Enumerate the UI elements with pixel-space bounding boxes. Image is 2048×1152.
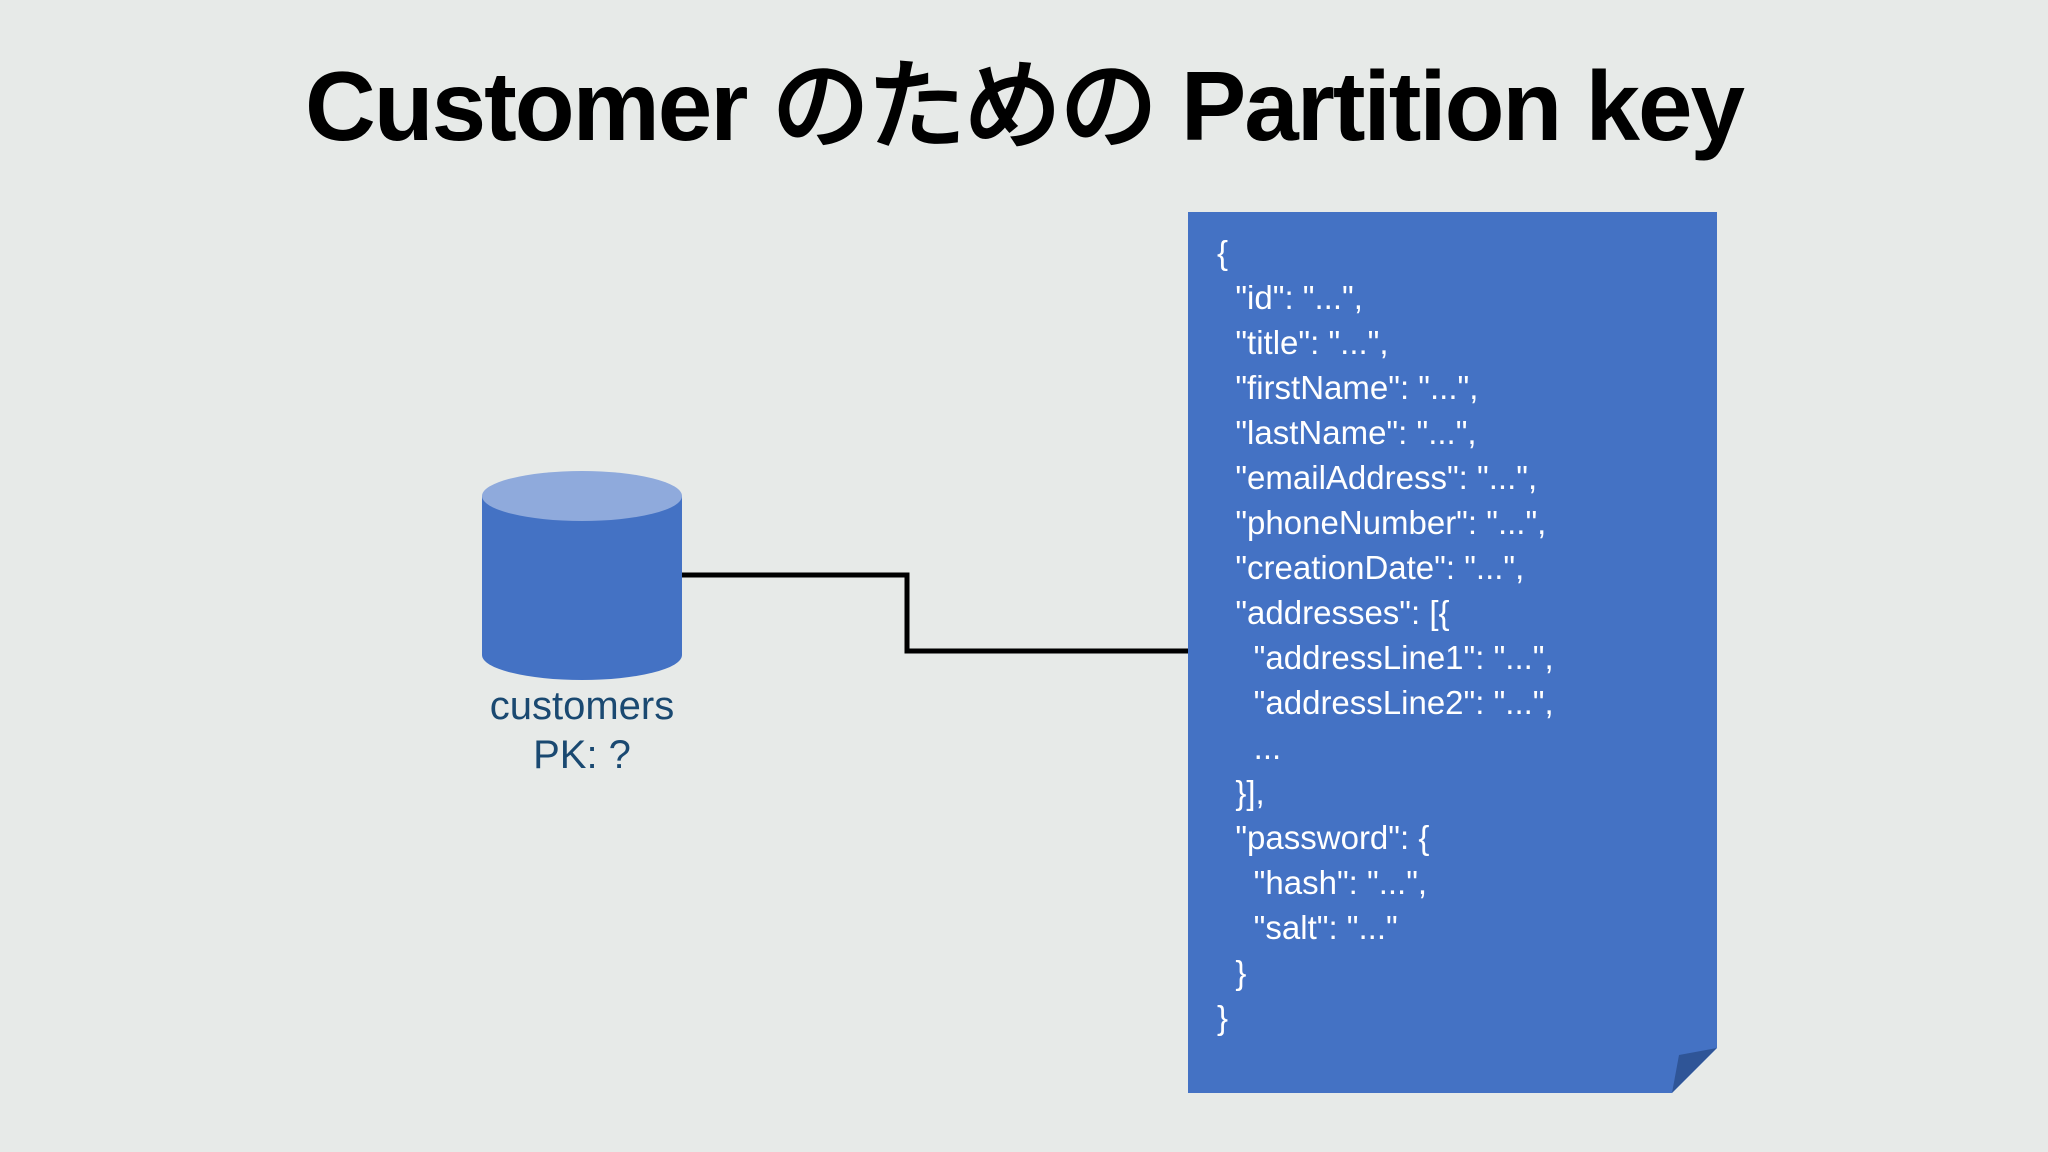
database-cylinder-icon <box>482 471 682 680</box>
database-labels: customers PK: ? <box>407 682 757 780</box>
json-document-panel: { "id": "...", "title": "...", "firstNam… <box>1188 212 1717 1093</box>
database-name-label: customers <box>489 684 675 728</box>
partition-key-label: PK: ? <box>533 733 631 777</box>
json-code: { "id": "...", "title": "...", "firstNam… <box>1217 234 1554 1036</box>
slide-title: Customer のための Partition key <box>304 51 1745 161</box>
